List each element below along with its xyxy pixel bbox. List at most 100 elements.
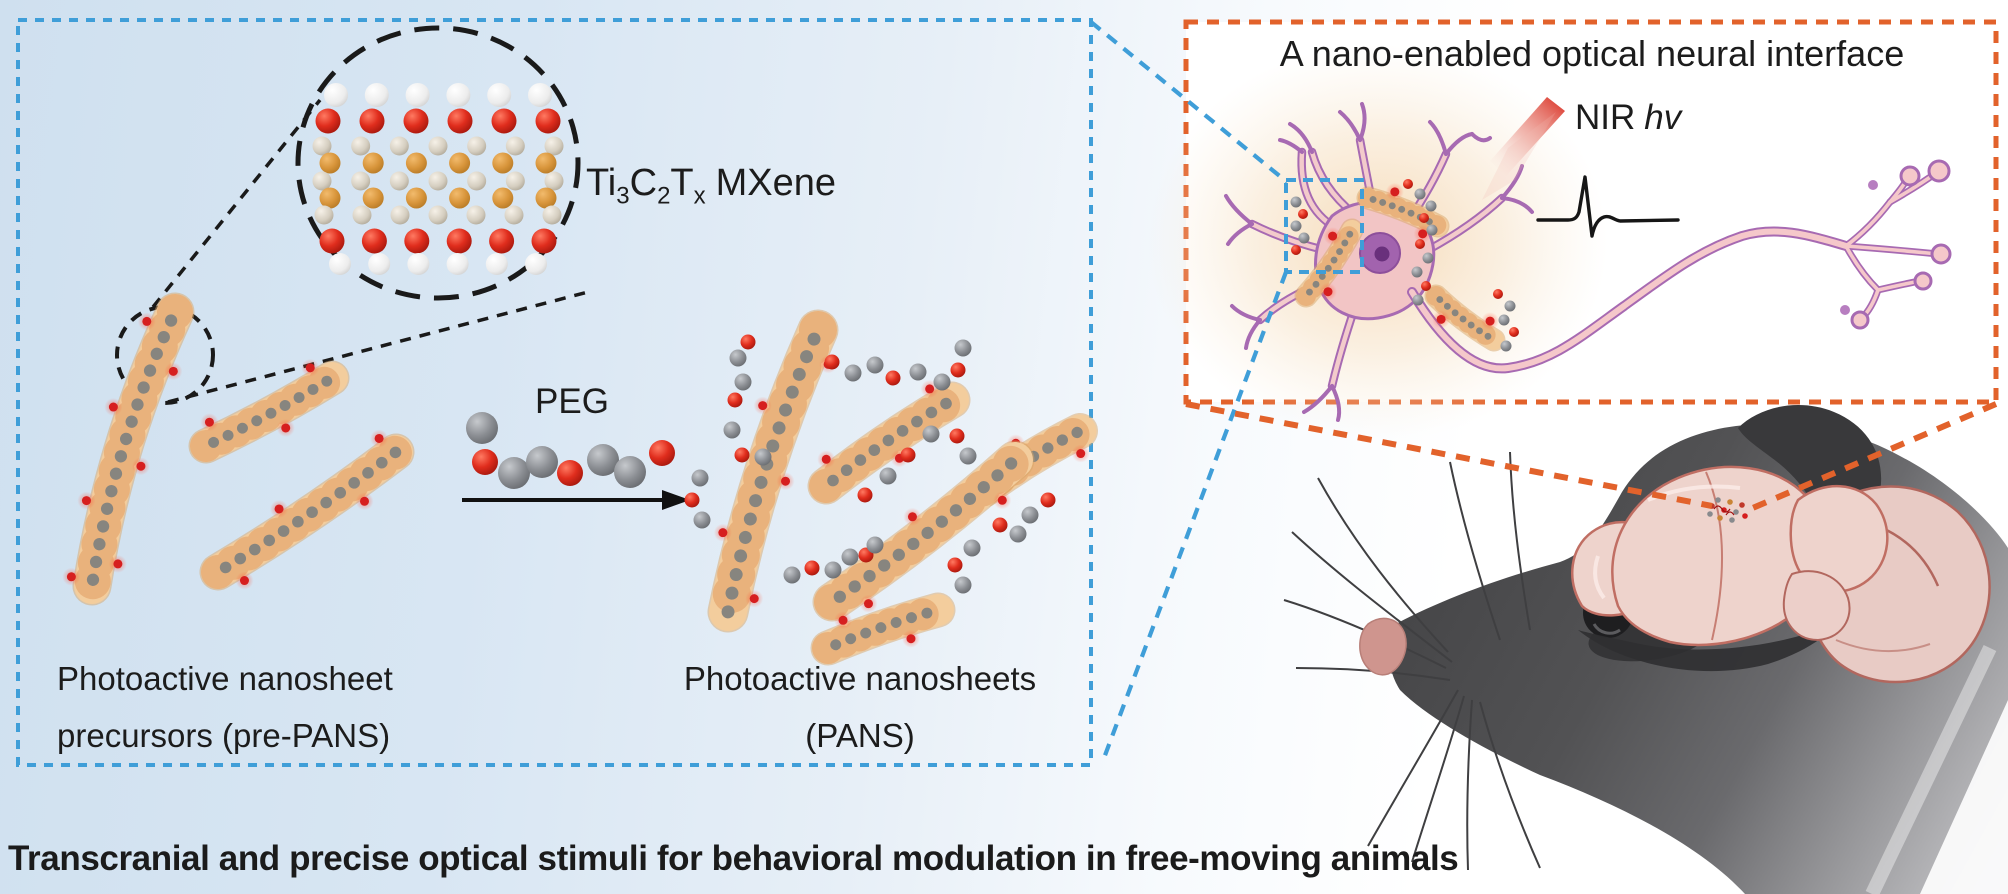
atom	[404, 228, 430, 254]
implant-dot	[1739, 502, 1745, 508]
axon-terminal-bulb	[1850, 310, 1870, 330]
atom	[361, 228, 387, 254]
anchor-dot	[204, 417, 214, 427]
carbon-ball	[1425, 200, 1437, 212]
anchor-dot	[142, 316, 152, 326]
atom	[405, 83, 430, 107]
whisker	[1411, 695, 1465, 863]
nanosheet	[1356, 182, 1450, 243]
axon-terminal-bulb	[1930, 243, 1952, 265]
atom	[491, 108, 517, 134]
carbon-ball	[1500, 340, 1512, 352]
interface-panel-title: A nano-enabled optical neural interface	[1279, 33, 1905, 74]
corner-streak	[1865, 644, 1997, 894]
oxygen-ball	[1421, 281, 1431, 291]
oxygen-ball	[1415, 239, 1425, 249]
formula-part: C	[629, 162, 658, 204]
oxygen-ball	[740, 334, 756, 350]
pans-caption: Photoactive nanosheets (PANS)	[658, 650, 1062, 764]
action-potential-trace	[1536, 175, 1680, 238]
carbon-ball	[1298, 232, 1310, 244]
atom	[403, 108, 429, 134]
figure-title: Transcranial and precise optical stimuli…	[8, 839, 1459, 878]
oxygen-ball	[950, 362, 966, 378]
cerebellum	[1789, 485, 1889, 593]
anchor-dot	[1076, 449, 1086, 459]
peg-label: PEG	[535, 382, 609, 421]
anchor-dot	[821, 454, 831, 464]
blue-panel-border	[16, 18, 1093, 767]
nanosheet	[188, 358, 350, 464]
nanosheet	[199, 429, 415, 591]
atom	[364, 83, 389, 107]
atom	[428, 171, 448, 191]
oxygen-ball	[734, 447, 750, 463]
anchor-dot	[906, 634, 916, 644]
atom	[362, 187, 384, 209]
atom	[362, 152, 384, 174]
atom	[319, 228, 345, 254]
nir-beam-halo	[1482, 112, 1556, 200]
carbon-ball	[1504, 300, 1516, 312]
dendrite-twig	[1288, 122, 1314, 154]
atom	[351, 171, 371, 191]
carbon-ball	[1290, 196, 1302, 208]
peg-chain	[783, 536, 884, 584]
axon-terminal-bulb	[1840, 305, 1850, 315]
connector-blue-line	[1089, 20, 1289, 184]
carbon-ball	[691, 469, 709, 487]
atom	[535, 187, 557, 209]
nanosheet	[810, 592, 956, 666]
atom	[405, 152, 427, 174]
membrane-nanosheets	[1290, 179, 1519, 352]
dendrite-twig	[1500, 164, 1524, 200]
oxygen-ball	[649, 440, 675, 466]
oxygen-ball	[824, 354, 840, 370]
nanosheet	[1424, 284, 1506, 352]
brain-implant-squiggle	[1707, 497, 1748, 523]
oxygen-ball	[727, 392, 743, 408]
carbon-ball	[933, 373, 951, 391]
carbon-ball	[587, 444, 619, 476]
atom	[389, 171, 409, 191]
whisker	[1466, 699, 1473, 871]
peg-chain	[723, 334, 772, 466]
anchor-dot	[374, 433, 384, 443]
eye-highlight	[1592, 623, 1621, 635]
atom	[505, 171, 525, 191]
anchor-dot	[113, 559, 123, 569]
implant-dot	[1715, 497, 1721, 503]
atom	[329, 253, 351, 275]
dendrite-twig	[1338, 110, 1362, 142]
carbon-ball	[824, 561, 842, 579]
anchor-dot	[1390, 187, 1400, 197]
anchor-dot	[1485, 316, 1495, 326]
dendrite-twig	[1444, 132, 1474, 156]
oxygen-ball	[947, 557, 963, 573]
atom	[324, 83, 348, 107]
dendrite-twig	[1226, 222, 1254, 246]
axon-terminal-bulb	[1899, 165, 1921, 187]
atom	[492, 187, 514, 209]
anchor-dot	[1436, 314, 1446, 324]
anchor-dot	[136, 461, 146, 471]
axon	[1407, 159, 1952, 374]
nir-prefix: NIR	[1575, 98, 1636, 137]
anchor-dot	[718, 528, 728, 538]
pans-peg-chains	[684, 334, 1056, 594]
formula-part: T	[670, 162, 694, 204]
anchor-dot	[274, 504, 284, 514]
carbon-ball	[783, 566, 801, 584]
anchor-dot	[168, 366, 178, 376]
carbon-ball	[1411, 266, 1423, 278]
callout-line	[167, 290, 589, 404]
pre-pans-caption: Photoactive nanosheet precursors (pre-PA…	[57, 650, 393, 764]
atom	[368, 253, 391, 275]
carbon-ball	[954, 576, 972, 594]
atom	[312, 171, 332, 191]
atom	[428, 205, 448, 225]
